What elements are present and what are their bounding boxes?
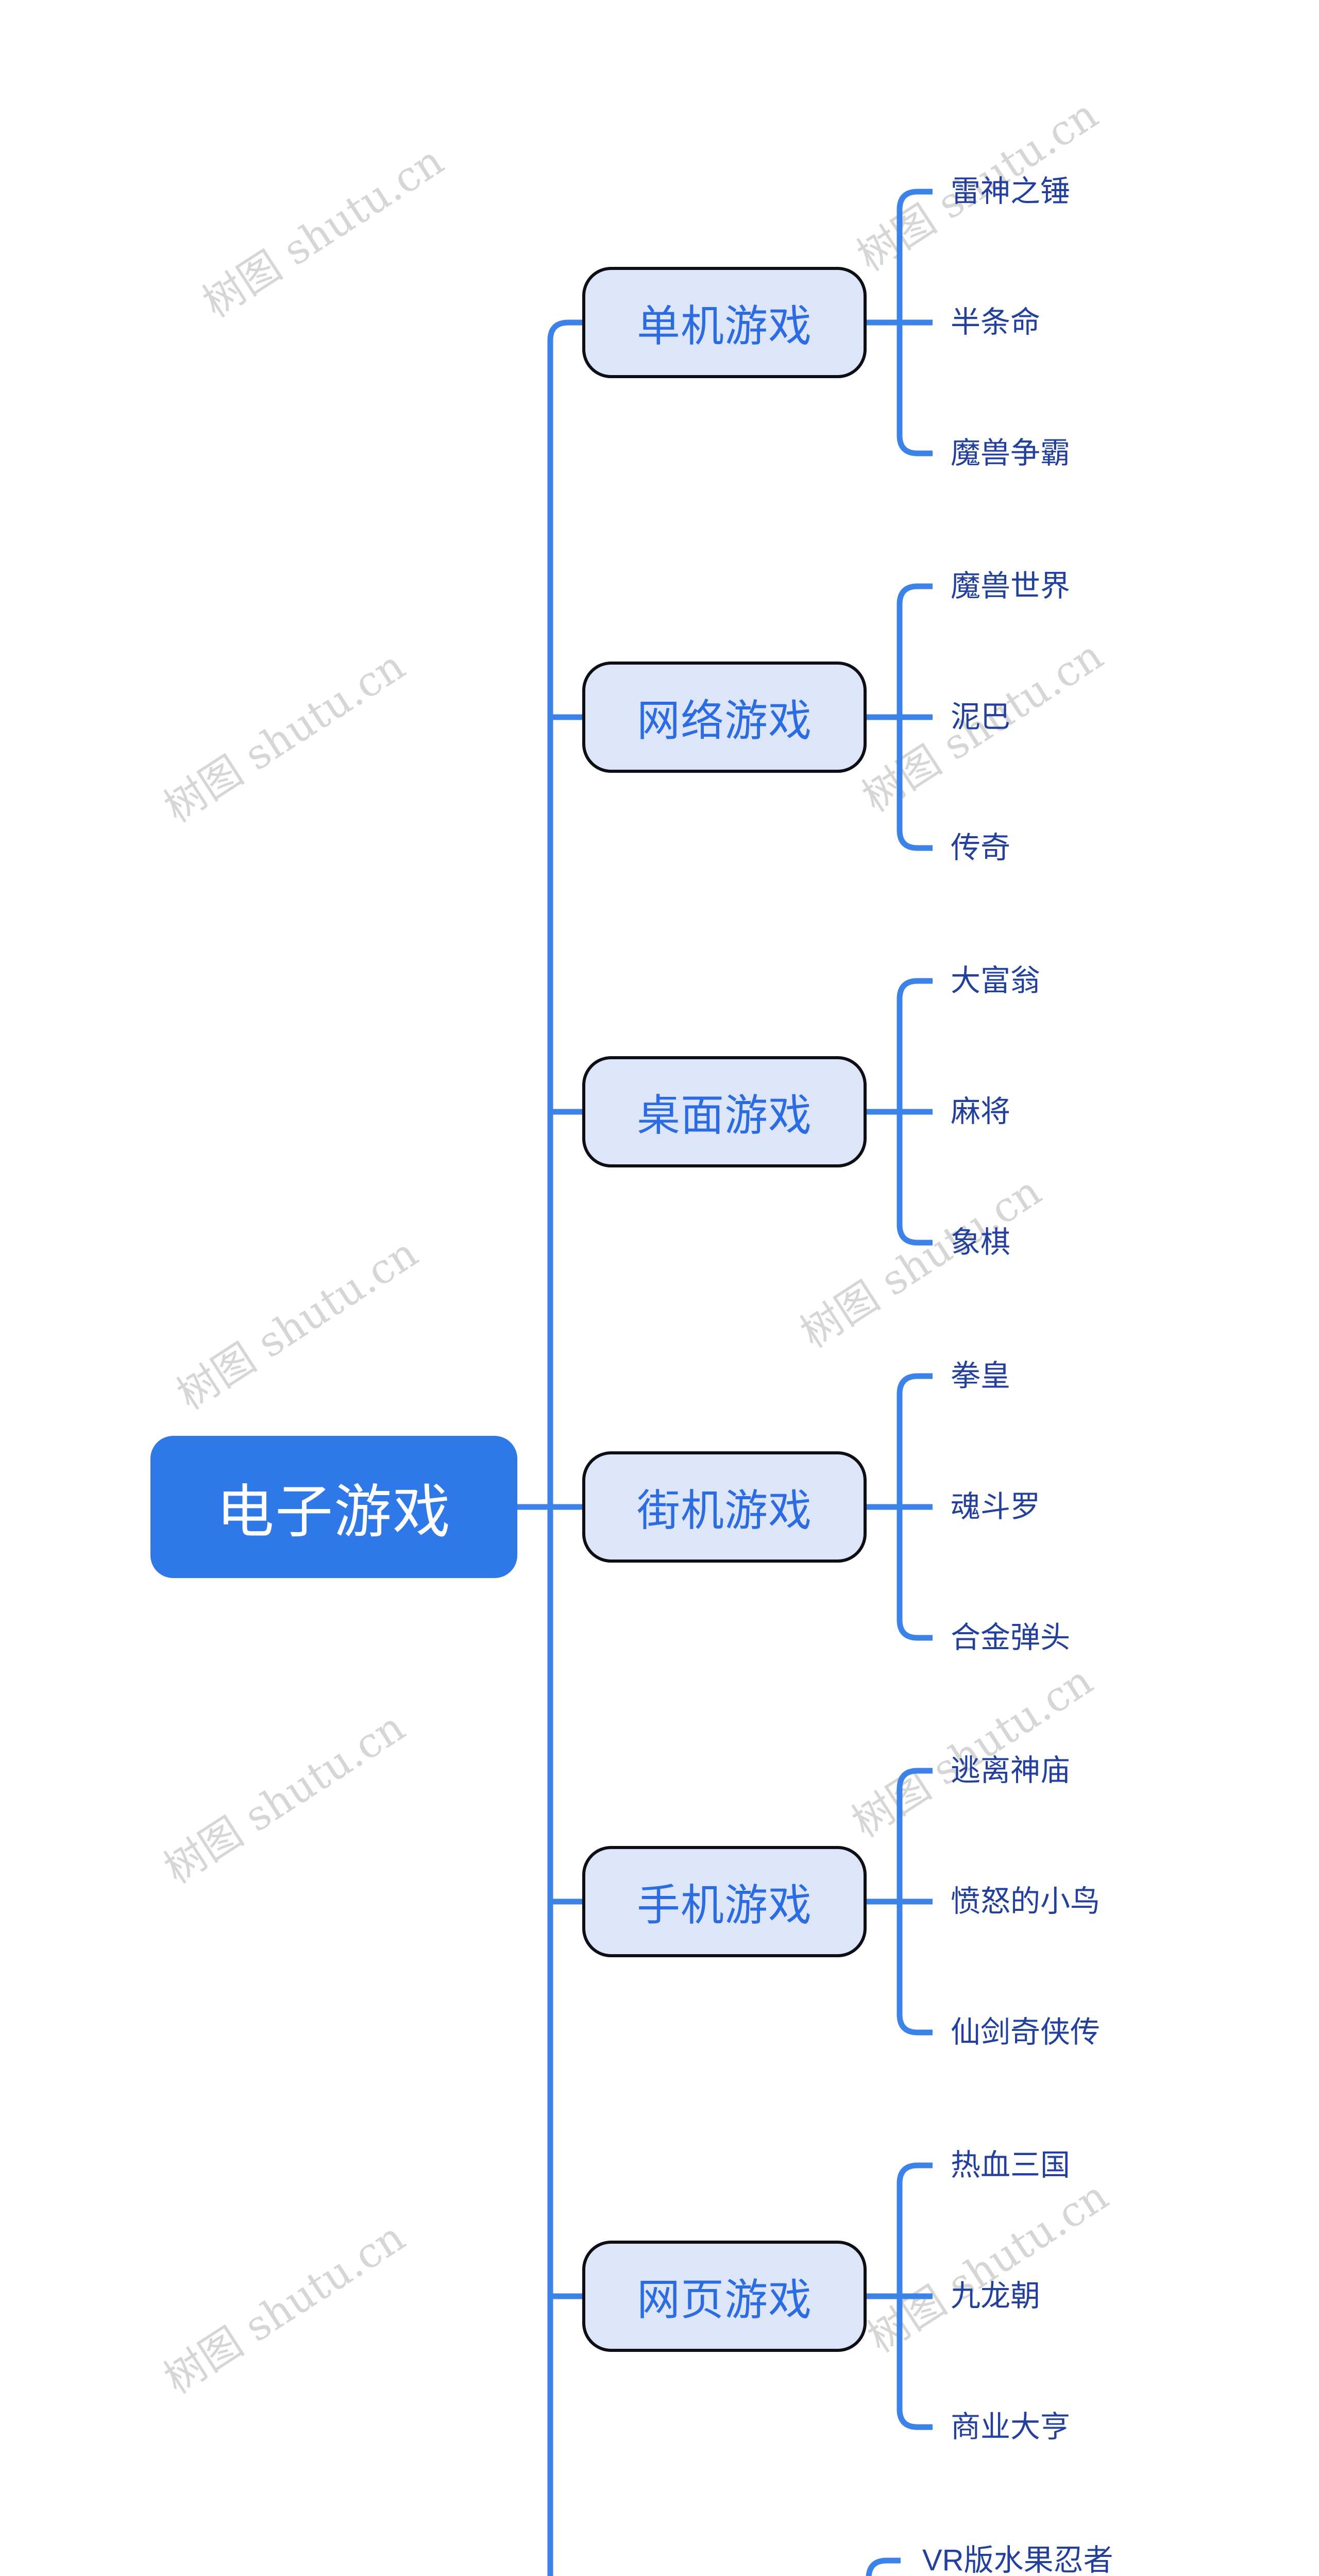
leaf-node[interactable]: 大富翁 (951, 964, 1041, 997)
leaf-node[interactable]: 半条命 (951, 306, 1041, 339)
leaf-node[interactable]: 象棋 (951, 1226, 1011, 1259)
leaf-node[interactable]: 九龙朝 (951, 2279, 1041, 2313)
child-spine (897, 1768, 933, 2036)
branch-node-mobile-games[interactable]: 手机游戏 (582, 1846, 867, 1957)
branch-node-desktop-games[interactable]: 桌面游戏 (582, 1056, 867, 1167)
branch-node-pc-games[interactable]: 单机游戏 (582, 267, 867, 378)
child-spine (897, 583, 933, 851)
leaf-node[interactable]: 魔兽争霸 (951, 436, 1071, 470)
leaf-node[interactable]: 传奇 (951, 831, 1011, 865)
leaf-node[interactable]: 商业大亨 (951, 2410, 1071, 2444)
branch-node-web-games[interactable]: 网页游戏 (582, 2241, 867, 2352)
root-node-electronic-games[interactable]: 电子游戏 (150, 1436, 517, 1578)
leaf-node[interactable]: 逃离神庙 (951, 1754, 1071, 1787)
child-spine (897, 1373, 933, 1641)
child-spine (897, 978, 933, 1246)
child-spine (897, 189, 933, 456)
branch-node-arcade-games[interactable]: 街机游戏 (582, 1451, 867, 1563)
branch-node-online-games[interactable]: 网络游戏 (582, 662, 867, 773)
leaf-node[interactable]: 合金弹头 (951, 1621, 1071, 1654)
leaf-node[interactable]: 仙剑奇侠传 (951, 2015, 1101, 2049)
leaf-node[interactable]: 拳皇 (951, 1359, 1011, 1393)
child-spine (897, 2162, 933, 2430)
leaf-node[interactable]: 热血三国 (951, 2148, 1071, 2182)
leaf-node[interactable]: 雷神之锤 (951, 175, 1071, 208)
child-spine (866, 2557, 901, 2576)
leaf-node[interactable]: VR版水果忍者 (922, 2544, 1113, 2576)
leaf-node[interactable]: 魔兽世界 (951, 569, 1071, 603)
leaf-node[interactable]: 泥巴 (951, 700, 1011, 734)
leaf-node[interactable]: 魂斗罗 (951, 1490, 1041, 1523)
trunk-line (547, 319, 582, 2576)
leaf-node[interactable]: 麻将 (951, 1095, 1011, 1128)
leaf-node[interactable]: 愤怒的小鸟 (951, 1885, 1101, 1918)
